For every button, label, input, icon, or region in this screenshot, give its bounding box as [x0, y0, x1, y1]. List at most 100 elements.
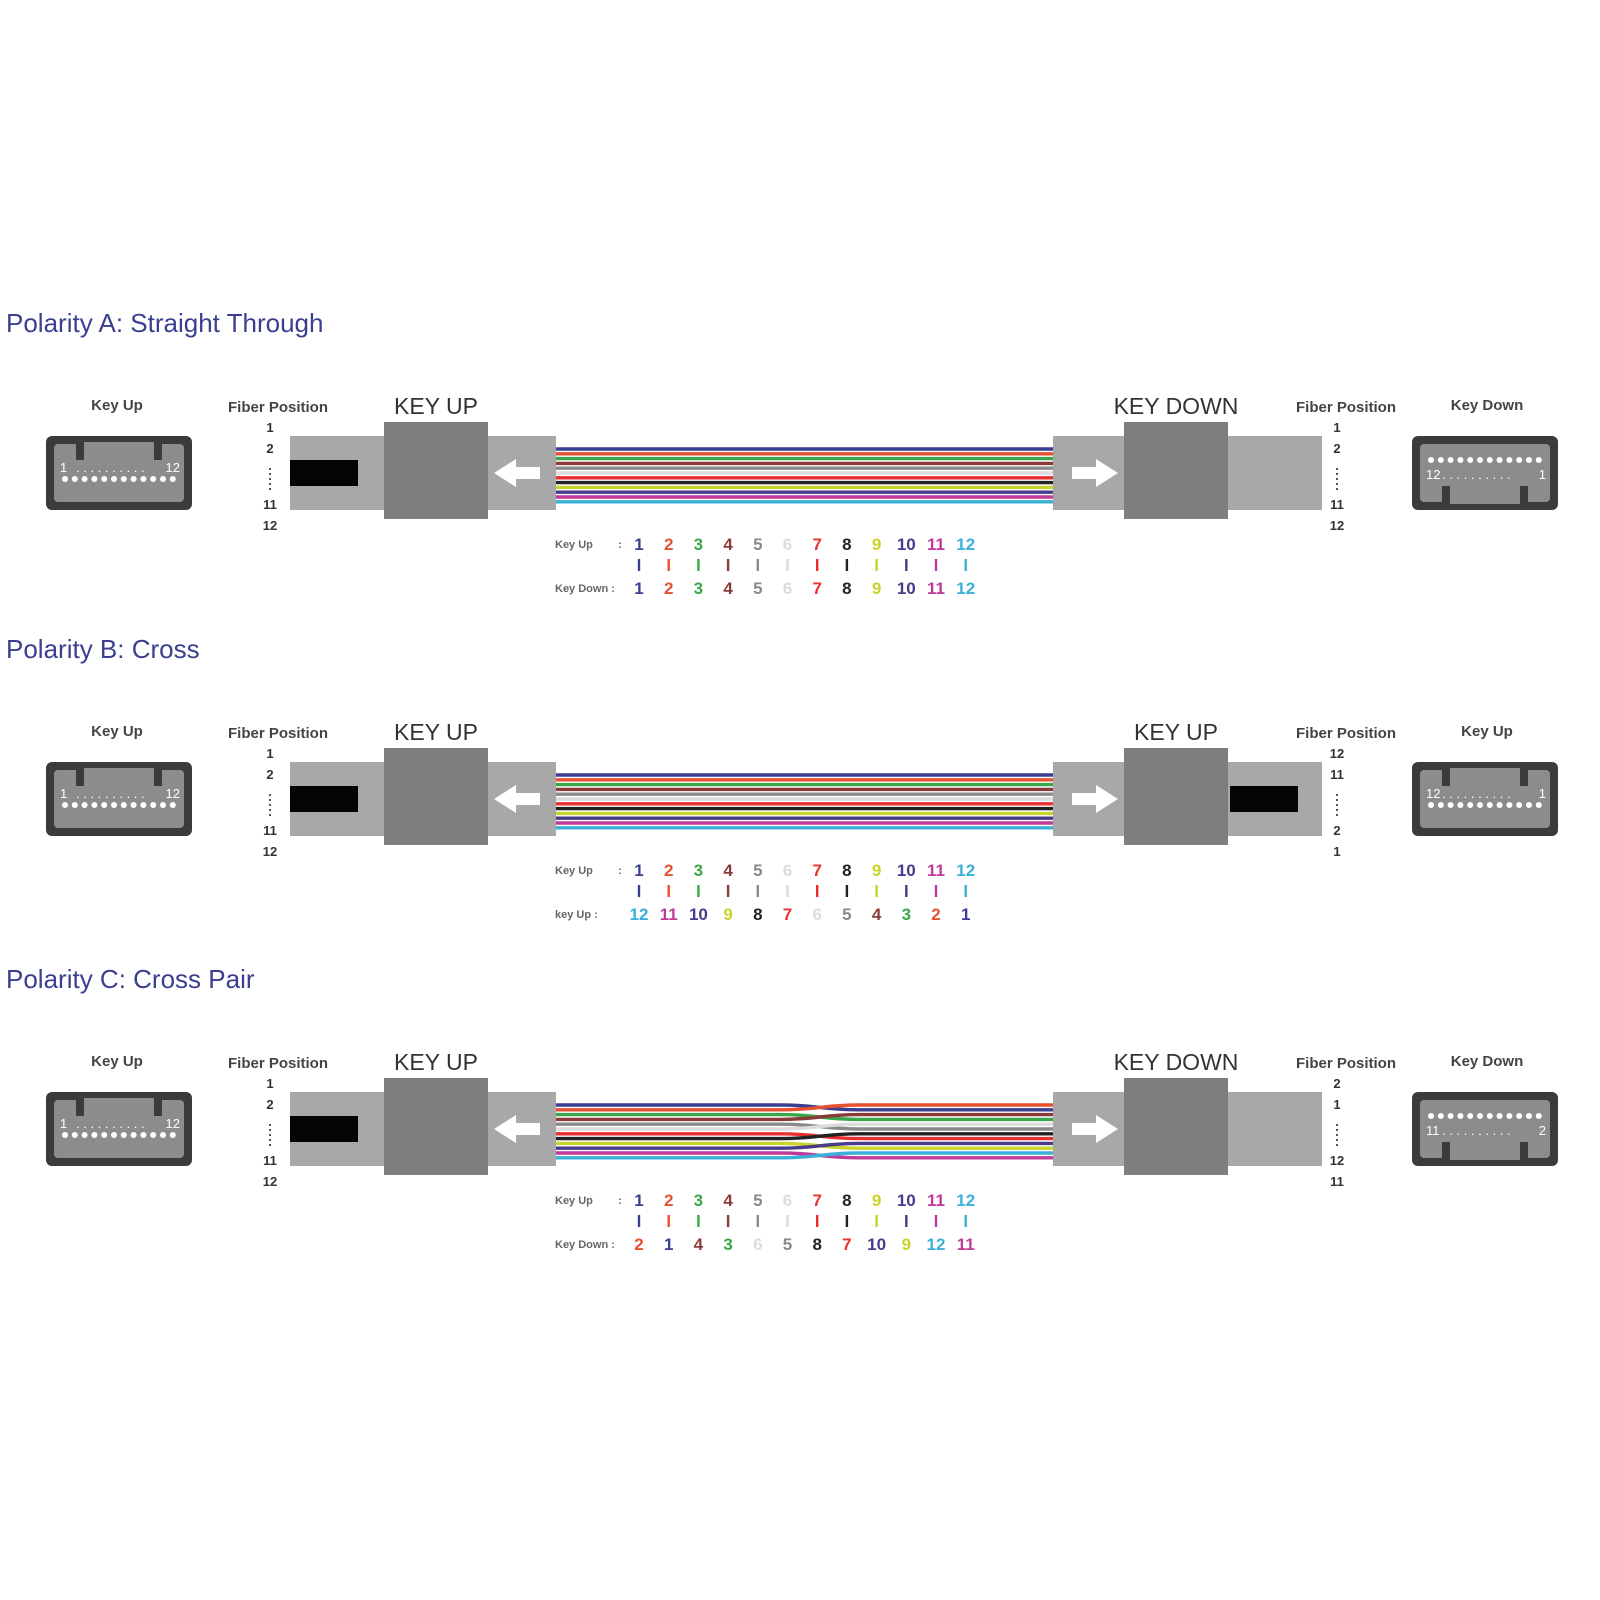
arrow-right-icon [1072, 785, 1118, 813]
map-bottom-number: 4 [872, 905, 882, 924]
fiber-port [1535, 1113, 1542, 1119]
fiber-position-number: 2 [266, 767, 273, 782]
right-key-label: KEY DOWN [1114, 393, 1239, 419]
map-bottom-number: 2 [931, 905, 940, 924]
map-top-number: 10 [897, 861, 916, 880]
fiber-port [160, 1132, 166, 1138]
map-top-number: 8 [842, 861, 851, 880]
fiber-port [91, 1132, 98, 1138]
arrow-left-icon [494, 785, 540, 813]
connector-end-number: 12 [166, 786, 180, 801]
fiber-port [1486, 1113, 1493, 1119]
fiber-position-number: 2 [266, 1097, 273, 1112]
map-top-number: 10 [897, 1191, 916, 1210]
map-bottom-number: 1 [961, 905, 970, 924]
fiber-port [120, 1132, 127, 1138]
map-top-number: 7 [812, 1191, 821, 1210]
map-bottom-number: 2 [664, 579, 673, 598]
connector-end-number: 1 [1539, 786, 1546, 801]
map-bottom-number: 4 [694, 1235, 704, 1254]
fiber-port [81, 802, 88, 808]
right-plug-housing [1124, 422, 1228, 519]
fiber-port [71, 476, 78, 482]
map-bottom-number: 5 [783, 1235, 792, 1254]
map-bottom-number: 10 [867, 1235, 886, 1254]
right-connector-label: Key Down [1451, 397, 1524, 414]
connector-end-number: 12 [166, 1116, 180, 1131]
fiber-ribbon [556, 1103, 1053, 1160]
fiber-position-number: 12 [1330, 1153, 1344, 1168]
fiber-port [169, 476, 176, 482]
fiber-position-number: 2 [1333, 823, 1340, 838]
map-top-number: 2 [664, 535, 673, 554]
fiber-position-number: 2 [266, 441, 273, 456]
left-connector-label: Key Up [91, 1053, 143, 1070]
map-bottom-number: 11 [927, 579, 945, 598]
map-top-number: 3 [694, 861, 703, 880]
map-bottom-number: 9 [872, 579, 881, 598]
connector-dots: . . . . . . . . . . [1442, 1123, 1511, 1138]
right-plug-housing [1124, 748, 1228, 845]
map-bottom-number: 7 [842, 1235, 851, 1254]
map-top-number: 11 [927, 535, 945, 554]
fiber-10 [556, 1141, 1053, 1150]
map-bottom-number: 12 [927, 1235, 946, 1254]
map-top-number: 4 [723, 1191, 733, 1210]
right-fiber-position-label: Fiber Position [1296, 1055, 1396, 1072]
fiber-port [1437, 457, 1444, 463]
fiber-position-number: 11 [1330, 1174, 1344, 1189]
fiber-port [101, 476, 108, 482]
map-top-number: 10 [897, 535, 916, 554]
map-top-number: 3 [694, 535, 703, 554]
map-bottom-number: 3 [723, 1235, 732, 1254]
map-top-number: 2 [664, 1191, 673, 1210]
map-colon: : [618, 865, 622, 877]
connector-start-number: 12 [1426, 467, 1440, 482]
fiber-port [1506, 1113, 1513, 1119]
fiber-port [1477, 802, 1483, 808]
map-colon: : [618, 539, 622, 551]
fiber-port [1428, 802, 1434, 808]
map-top-number: 6 [783, 535, 792, 554]
map-top-label: Key Up [555, 865, 593, 877]
fiber-position-number: 11 [263, 823, 277, 838]
fiber-position-number: 12 [263, 518, 277, 533]
map-bottom-label: key Up : [555, 909, 598, 921]
left-key-label: KEY UP [394, 1049, 478, 1075]
fiber-port [91, 476, 98, 482]
fiber-position-number: 2 [1333, 1076, 1340, 1091]
fiber-port [62, 802, 68, 808]
fiber-port [111, 1132, 117, 1138]
fiber-port [1506, 802, 1513, 808]
fiber-position-number: 11 [1330, 767, 1344, 782]
fiber-port [1457, 457, 1464, 463]
fiber-port [160, 802, 166, 808]
map-bottom-number: 10 [689, 905, 708, 924]
fiber-port [1526, 802, 1532, 808]
connector-start-number: 12 [1426, 786, 1440, 801]
map-bottom-number: 9 [723, 905, 732, 924]
fiber-port [1437, 802, 1444, 808]
connector-start-number: 1 [60, 460, 67, 475]
map-bottom-number: 1 [634, 579, 643, 598]
fiber-4 [556, 1112, 1053, 1122]
fiber-port [1526, 457, 1532, 463]
map-bottom-number: 5 [753, 579, 762, 598]
fiber-port [150, 1132, 157, 1138]
left-key-marker [290, 1116, 358, 1142]
fiber-port [1516, 1113, 1523, 1119]
fiber-port [1457, 802, 1464, 808]
fiber-port [1506, 457, 1513, 463]
connector-dots: . . . . . . . . . . [76, 786, 145, 801]
map-top-number: 5 [753, 1191, 762, 1210]
map-bottom-number: 11 [660, 905, 678, 924]
map-top-number: 12 [956, 861, 975, 880]
fiber-port [1526, 1113, 1532, 1119]
left-connector-label: Key Up [91, 397, 143, 414]
